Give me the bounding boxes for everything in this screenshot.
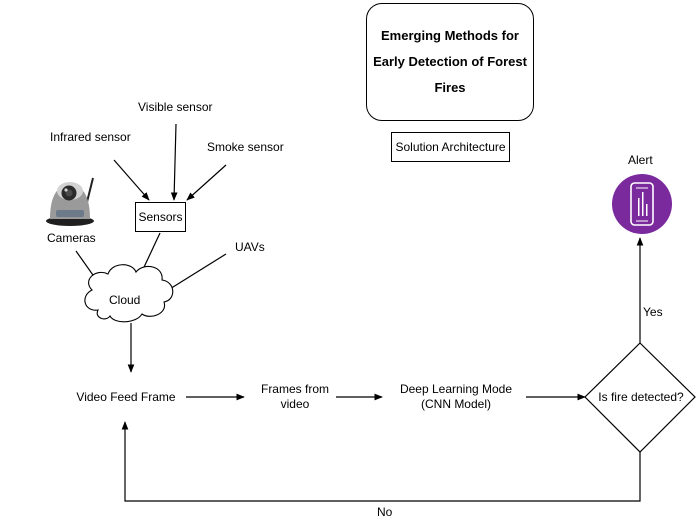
arrow-visible-to-sensors <box>170 123 178 201</box>
arrow-smoke-to-sensors <box>186 164 227 201</box>
diagram-title: Emerging Methods for Early Detection of … <box>366 3 534 121</box>
no-label: No <box>377 505 393 519</box>
smoke-sensor-label: Smoke sensor <box>207 140 284 154</box>
deep-learning-model-node: Deep Learning Mode (CNN Model) <box>399 382 513 411</box>
arrow-no-loop <box>121 421 641 502</box>
sensors-box: Sensors <box>135 202 186 232</box>
cloud-shape <box>84 264 174 323</box>
yes-label: Yes <box>643 305 663 319</box>
alert-label: Alert <box>628 153 653 167</box>
decision-label: Is fire detected? <box>598 389 684 404</box>
frames-from-video-node: Frames from video <box>260 382 329 411</box>
security-camera-icon <box>46 177 94 226</box>
arrow-infrared-to-sensors <box>113 159 150 201</box>
smartphone-alert-icon <box>612 174 672 234</box>
cloud-label: Cloud <box>109 293 141 307</box>
video-feed-frame-node: Video Feed Frame <box>76 389 176 404</box>
uavs-label: UAVs <box>235 240 265 254</box>
cameras-label: Cameras <box>47 231 96 245</box>
infrared-sensor-label: Infrared sensor <box>50 130 131 144</box>
arrow-uavs-to-cloud <box>164 253 227 293</box>
visible-sensor-label: Visible sensor <box>138 100 213 114</box>
solution-architecture-label: Solution Architecture <box>391 132 510 162</box>
decision-diamond <box>584 342 696 453</box>
